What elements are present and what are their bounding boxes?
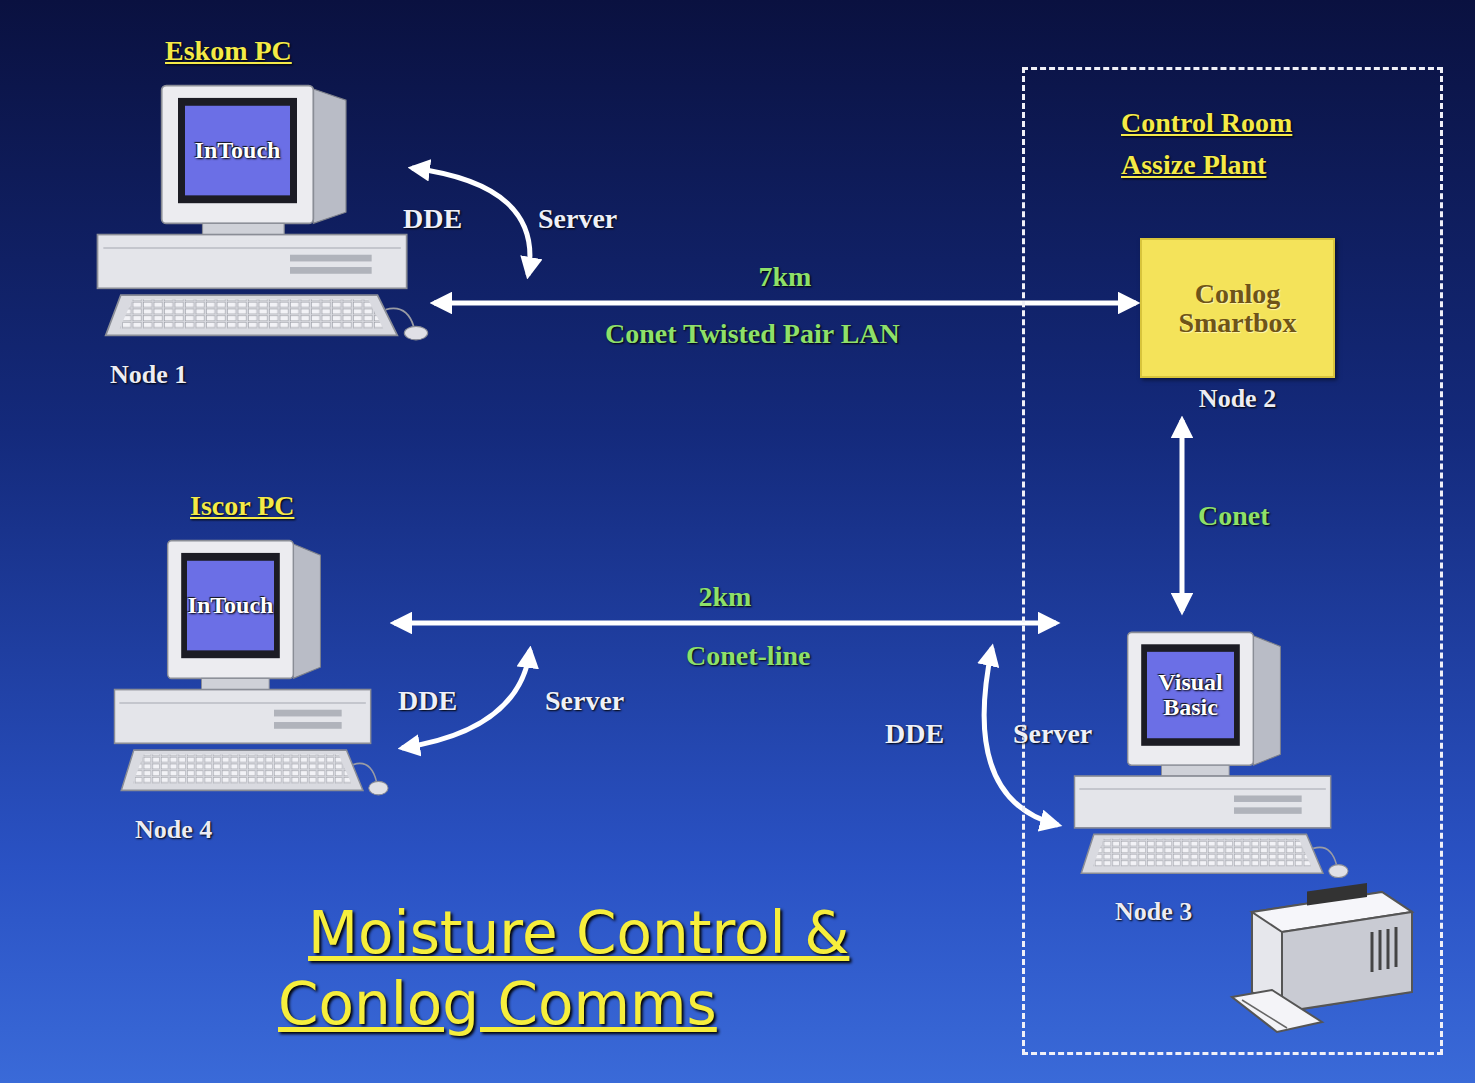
smartbox-text: Conlog Smartbox	[1140, 238, 1335, 378]
node-number: Node 2	[1199, 384, 1276, 414]
smartbox-node: Conlog SmartboxNode 2	[1140, 238, 1335, 416]
pc-heading: Eskom PC	[165, 35, 292, 67]
network-label: Conet Twisted Pair LAN	[605, 318, 900, 350]
pc-heading: Iscor PC	[190, 490, 294, 522]
diagram-title: Moisture Control & Conlog Comms	[278, 898, 858, 1040]
link-label: Conet	[1198, 500, 1270, 532]
server-label: Server	[545, 685, 624, 717]
link-label: 7km	[759, 261, 812, 293]
server-label: Server	[538, 203, 617, 235]
node-number: Node 4	[135, 815, 212, 845]
printer	[1232, 883, 1412, 1032]
node-number: Node 3	[1115, 897, 1192, 927]
computer-art	[80, 80, 430, 360]
computer-node: Eskom PC InTouchNode 1	[80, 35, 430, 398]
computer-art	[100, 535, 390, 815]
region-heading: Control Room Assize Plant	[1121, 102, 1361, 186]
network-link	[394, 621, 1056, 626]
computer-node: Visual BasicNode 3	[1060, 615, 1350, 937]
dde-label: DDE	[403, 203, 462, 235]
computer-outline	[80, 80, 430, 360]
server-label: Server	[1013, 718, 1092, 750]
network-label: Conet-line	[686, 640, 810, 672]
dde-label: DDE	[398, 685, 457, 717]
computer-outline	[1060, 627, 1350, 897]
dde-label: DDE	[885, 718, 944, 750]
screen-text: InTouch	[187, 561, 274, 651]
link-label: 2km	[699, 581, 752, 613]
node-number: Node 1	[110, 360, 187, 390]
computer-outline	[100, 535, 390, 815]
computer-art	[1060, 627, 1350, 897]
network-link	[1180, 420, 1185, 611]
network-link	[434, 301, 1136, 306]
control-room-region: Control Room Assize PlantConlog Smartbox…	[1022, 67, 1443, 1055]
screen-text: InTouch	[185, 106, 290, 196]
computer-node: Iscor PC InTouchNode 4	[100, 490, 390, 855]
screen-text: Visual Basic	[1147, 652, 1234, 738]
